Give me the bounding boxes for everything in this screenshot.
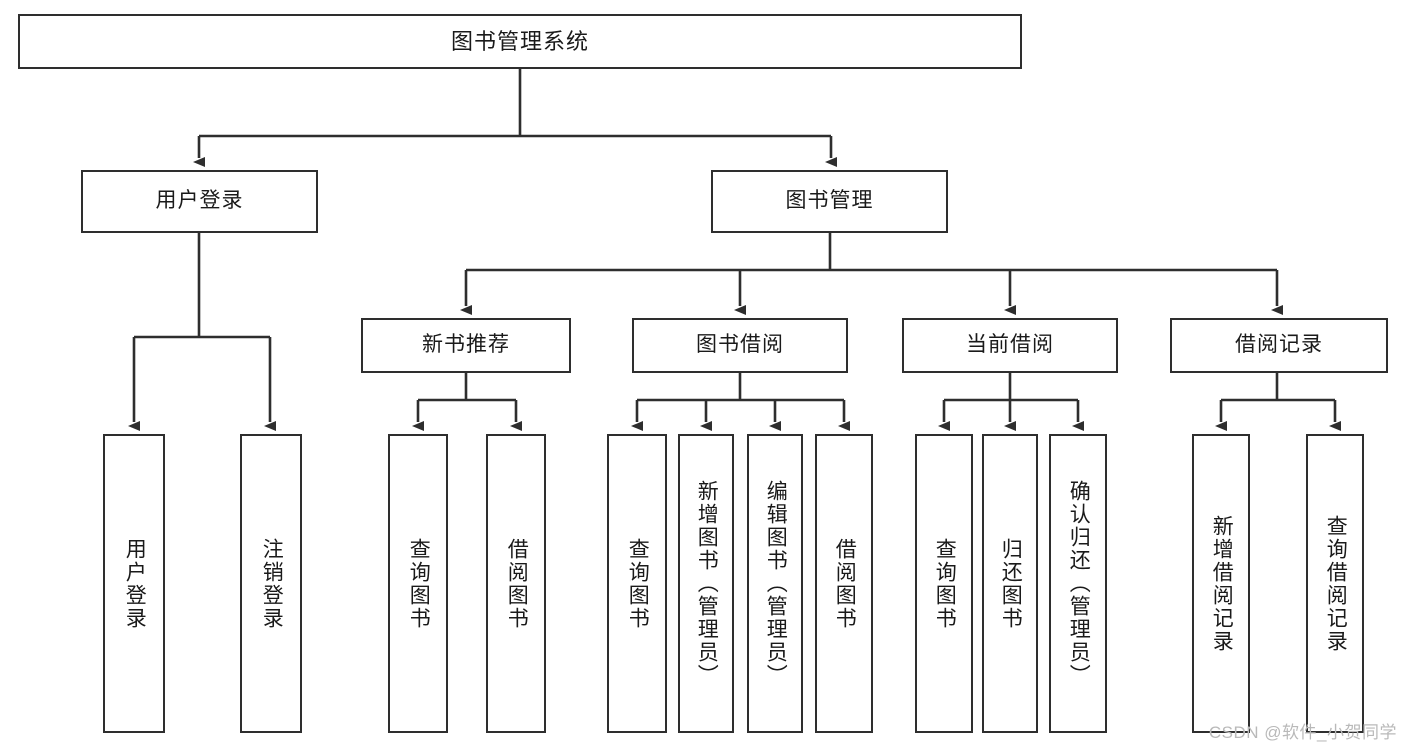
node-label: 图书管理系统 bbox=[450, 28, 589, 54]
node-label: 图书借阅 bbox=[696, 333, 784, 357]
leaf-user-login-login[interactable]: 用户登录 bbox=[103, 434, 165, 733]
leaf-borrow-query-book[interactable]: 查询图书 bbox=[607, 434, 667, 733]
node-label: 查询图书 bbox=[933, 537, 957, 630]
leaf-current-query-book[interactable]: 查询图书 bbox=[915, 434, 973, 733]
node-label: 用户登录 bbox=[155, 189, 244, 213]
node-label: 查询图书 bbox=[407, 537, 431, 630]
leaf-current-return-book[interactable]: 归还图书 bbox=[982, 434, 1038, 733]
leaf-borrow-borrow-book[interactable]: 借阅图书 bbox=[815, 434, 873, 733]
node-label: 图书管理 bbox=[785, 189, 874, 213]
leaf-record-add-record[interactable]: 新增借阅记录 bbox=[1192, 434, 1250, 733]
node-root-system[interactable]: 图书管理系统 bbox=[18, 14, 1022, 69]
node-label: 借阅图书 bbox=[833, 537, 857, 630]
leaf-current-confirm-return[interactable]: 确认归还（管理员） bbox=[1049, 434, 1107, 733]
node-label: 新书推荐 bbox=[422, 333, 510, 357]
leaf-record-query-record[interactable]: 查询借阅记录 bbox=[1306, 434, 1364, 733]
node-label: 借阅记录 bbox=[1235, 333, 1323, 357]
leaf-recommend-borrow-book[interactable]: 借阅图书 bbox=[486, 434, 546, 733]
leaf-borrow-add-book[interactable]: 新增图书（管理员） bbox=[678, 434, 734, 733]
node-user-login[interactable]: 用户登录 bbox=[81, 170, 318, 233]
node-label: 当前借阅 bbox=[966, 333, 1054, 357]
node-label: 借阅图书 bbox=[505, 537, 529, 630]
node-label: 新增借阅记录 bbox=[1210, 514, 1234, 653]
leaf-user-login-logout[interactable]: 注销登录 bbox=[240, 434, 302, 733]
node-book-borrow[interactable]: 图书借阅 bbox=[632, 318, 848, 373]
node-label: 用户登录 bbox=[123, 537, 147, 630]
node-label: 确认归还（管理员） bbox=[1067, 480, 1091, 687]
node-label: 注销登录 bbox=[260, 537, 284, 630]
node-new-book-recommend[interactable]: 新书推荐 bbox=[361, 318, 571, 373]
node-borrow-record[interactable]: 借阅记录 bbox=[1170, 318, 1388, 373]
node-label: 新增图书（管理员） bbox=[695, 480, 719, 687]
leaf-recommend-query-book[interactable]: 查询图书 bbox=[388, 434, 448, 733]
node-label: 查询借阅记录 bbox=[1324, 514, 1348, 653]
node-label: 编辑图书（管理员） bbox=[764, 480, 788, 687]
node-current-borrow[interactable]: 当前借阅 bbox=[902, 318, 1118, 373]
node-label: 查询图书 bbox=[626, 537, 650, 630]
node-book-management[interactable]: 图书管理 bbox=[711, 170, 948, 233]
leaf-borrow-edit-book[interactable]: 编辑图书（管理员） bbox=[747, 434, 803, 733]
node-label: 归还图书 bbox=[999, 537, 1023, 630]
watermark-text: CSDN @软件_小贺同学 bbox=[1208, 723, 1397, 742]
